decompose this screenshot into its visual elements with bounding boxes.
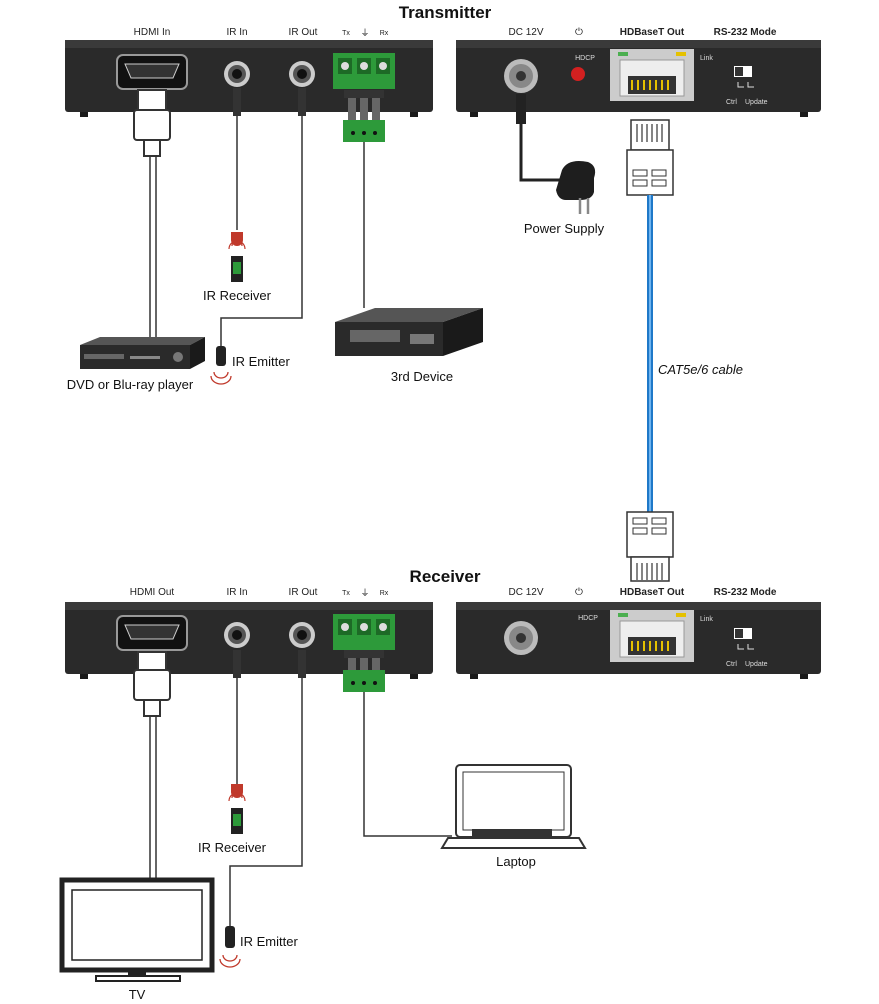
tx-ctrl-label: Ctrl xyxy=(726,99,737,106)
rx-hdmi-out-label: HDMI Out xyxy=(130,587,175,598)
rx-ir-out-cable xyxy=(229,650,306,928)
rx-ir-in-label: IR In xyxy=(226,587,247,598)
rx-rs232-label: RS-232 Mode xyxy=(714,587,777,598)
rx-tx-label: Tx xyxy=(342,590,350,597)
tx-link-label: Link xyxy=(700,55,713,62)
ir-receiver-icon xyxy=(228,784,246,834)
jack-port-icon xyxy=(224,622,250,648)
receiver-right-panel: DC 12V ⏻ HDBaseT Out RS-232 Mode HDCP Li… xyxy=(456,587,821,679)
tx-update-label: Update xyxy=(745,99,768,106)
rx-ir-out-label: IR Out xyxy=(289,587,318,598)
rj45-port-icon xyxy=(610,610,694,662)
rx-dc-label: DC 12V xyxy=(508,587,543,598)
ir-receiver-icon xyxy=(228,232,246,282)
transmitter-right-panel: DC 12V ⏻ HDBaseT Out RS-232 Mode HDCP Li… xyxy=(456,27,821,117)
rx-update-label: Update xyxy=(745,661,768,668)
cat-cable xyxy=(626,119,674,582)
rx-hdcp-label: HDCP xyxy=(578,615,598,622)
tx-tx-label: Tx xyxy=(342,30,350,37)
rx-ctrl-label: Ctrl xyxy=(726,661,737,668)
rx-power-label: ⏻ xyxy=(575,587,583,598)
jack-port-icon xyxy=(289,622,315,648)
power-cable xyxy=(516,94,565,182)
tx-power-label: ⏻ xyxy=(575,27,583,38)
mode-switch-icon xyxy=(734,66,754,88)
tx-ir-emitter-label: IR Emitter xyxy=(232,354,290,369)
tx-ir-in-cable xyxy=(233,88,241,230)
dvd-label: DVD or Blu-ray player xyxy=(67,377,194,392)
rx-rs232-cable xyxy=(343,650,452,837)
rj45-port-icon xyxy=(610,49,694,101)
rx-link-label: Link xyxy=(700,616,713,623)
rx-hdbaset-label: HDBaseT Out xyxy=(620,587,685,598)
hdmi-port-icon xyxy=(116,615,188,651)
tx-hdbaset-label: HDBaseT Out xyxy=(620,27,685,38)
tx-dc-label: DC 12V xyxy=(508,27,543,38)
laptop-icon xyxy=(440,764,587,849)
terminal-block-icon xyxy=(333,53,395,89)
dvd-player-icon xyxy=(80,337,205,369)
receiver-title: Receiver xyxy=(410,567,481,586)
jack-port-icon xyxy=(224,61,250,87)
hdmi-port-icon xyxy=(116,54,188,90)
tx-ir-out-cable xyxy=(220,88,306,348)
power-supply-icon xyxy=(556,161,596,214)
power-led-icon xyxy=(571,67,585,81)
mode-switch-icon xyxy=(734,628,754,650)
tx-ir-receiver-label: IR Receiver xyxy=(203,288,272,303)
tx-hdcp-label: HDCP xyxy=(575,55,595,62)
tx-rx-label: Rx xyxy=(380,30,389,37)
rj45-plug-icon xyxy=(626,511,674,582)
ir-emitter-icon xyxy=(210,346,232,385)
tx-ir-in-label: IR In xyxy=(226,27,247,38)
laptop-label: Laptop xyxy=(496,854,536,869)
tx-rs232-cable xyxy=(343,90,385,308)
ground-icon: ⏚ xyxy=(360,28,369,38)
third-device-icon xyxy=(335,308,483,356)
dc-port-icon xyxy=(504,621,538,655)
rx-ir-receiver-label: IR Receiver xyxy=(198,840,267,855)
terminal-block-icon xyxy=(333,614,395,650)
rj45-plug-icon xyxy=(626,119,674,196)
rx-rx-label: Rx xyxy=(380,590,389,597)
tx-rs232-label: RS-232 Mode xyxy=(714,27,777,38)
jack-port-icon xyxy=(289,61,315,87)
ground-icon: ⏚ xyxy=(360,588,369,598)
cable-label: CAT5e/6 cable xyxy=(658,362,743,377)
rx-hdmi-cable xyxy=(133,651,171,880)
dc-port-icon xyxy=(504,59,538,93)
tx-ir-out-label: IR Out xyxy=(289,27,318,38)
ir-emitter-icon xyxy=(219,926,241,968)
tx-hdmi-in-label: HDMI In xyxy=(134,27,171,38)
rx-ir-in-cable xyxy=(233,650,241,784)
tv-label: TV xyxy=(129,987,146,1002)
power-supply-label: Power Supply xyxy=(524,221,605,236)
rx-ir-emitter-label: IR Emitter xyxy=(240,934,298,949)
third-device-label: 3rd Device xyxy=(391,369,453,384)
tx-hdmi-cable xyxy=(133,89,171,345)
transmitter-title: Transmitter xyxy=(399,3,492,22)
tv-icon xyxy=(59,877,215,982)
